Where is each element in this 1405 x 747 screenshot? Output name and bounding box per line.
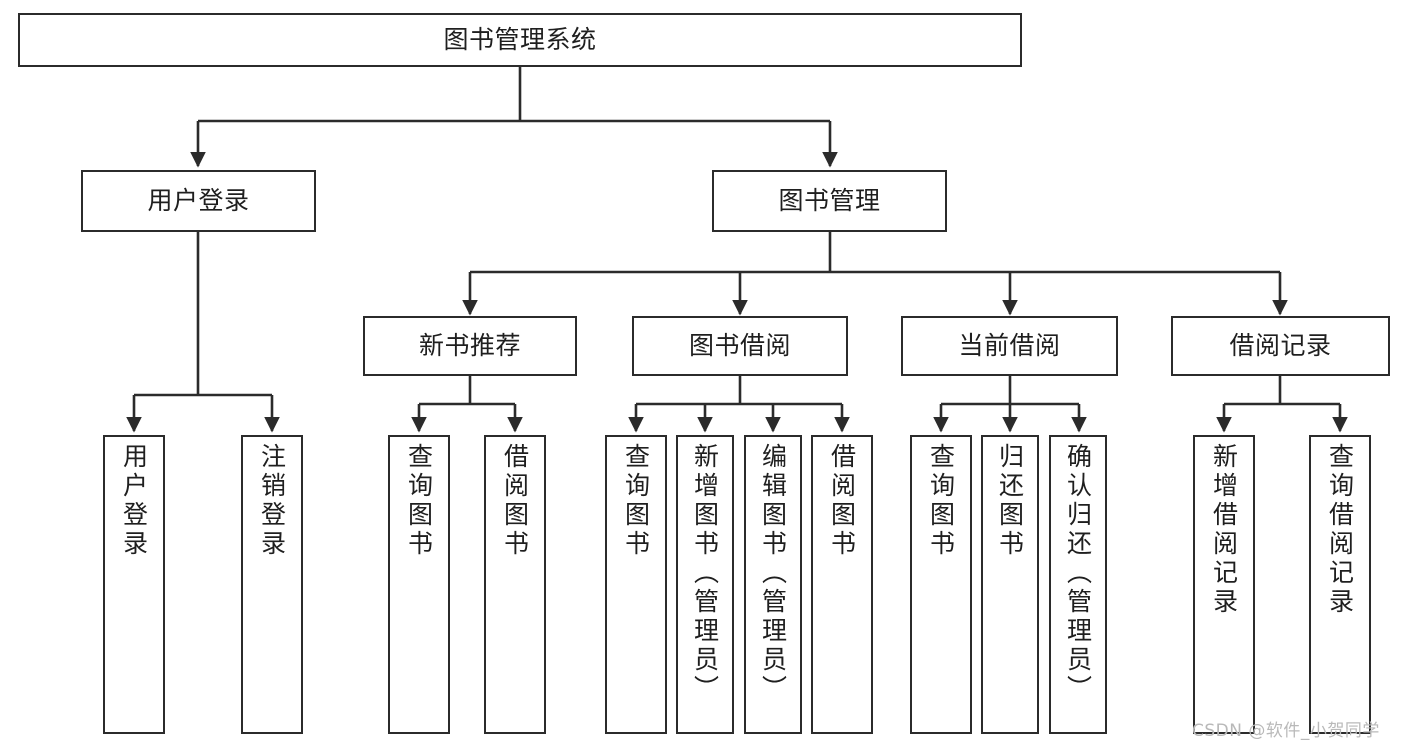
node-label: 借阅记录: [1229, 331, 1332, 361]
node-label: 新增借阅记录: [1209, 443, 1239, 617]
leaf-user-logout[interactable]: 注销登录: [241, 435, 303, 734]
node-label: 图书借阅: [688, 331, 791, 361]
node-current-borrow[interactable]: 当前借阅: [901, 316, 1118, 376]
leaf-borrow-add-book-admin[interactable]: 新增图书（管理员）: [676, 435, 734, 734]
leaf-borrow-borrow-book[interactable]: 借阅图书: [811, 435, 873, 734]
leaf-current-confirm-return-admin[interactable]: 确认归还（管理员）: [1049, 435, 1107, 734]
node-root-book-management-system[interactable]: 图书管理系统: [18, 13, 1022, 67]
node-label: 当前借阅: [958, 331, 1061, 361]
leaf-recommend-borrow-book[interactable]: 借阅图书: [484, 435, 546, 734]
leaf-recommend-query-book[interactable]: 查询图书: [388, 435, 450, 734]
node-new-book-recommend[interactable]: 新书推荐: [363, 316, 577, 376]
leaf-records-add-record[interactable]: 新增借阅记录: [1193, 435, 1255, 734]
node-label: 注销登录: [257, 443, 287, 559]
leaf-user-login[interactable]: 用户登录: [103, 435, 165, 734]
node-book-management[interactable]: 图书管理: [712, 170, 947, 232]
node-label: 图书管理: [778, 186, 881, 216]
leaf-current-query-book[interactable]: 查询图书: [910, 435, 972, 734]
node-label: 用户登录: [119, 443, 149, 559]
node-borrow-records[interactable]: 借阅记录: [1171, 316, 1390, 376]
node-user-login[interactable]: 用户登录: [81, 170, 316, 232]
leaf-records-query-record[interactable]: 查询借阅记录: [1309, 435, 1371, 734]
node-label: 编辑图书（管理员）: [758, 443, 788, 704]
node-label: 查询图书: [621, 443, 651, 559]
node-book-borrow[interactable]: 图书借阅: [632, 316, 848, 376]
node-label: 查询借阅记录: [1325, 443, 1355, 617]
leaf-borrow-edit-book-admin[interactable]: 编辑图书（管理员）: [744, 435, 802, 734]
csdn-watermark: CSDN @软件_小贺同学: [1192, 721, 1380, 741]
node-label: 借阅图书: [827, 443, 857, 559]
node-label: 新书推荐: [418, 331, 521, 361]
node-label: 归还图书: [995, 443, 1025, 559]
node-label: 新增图书（管理员）: [690, 443, 720, 704]
node-label: 确认归还（管理员）: [1063, 443, 1093, 704]
node-label: 查询图书: [404, 443, 434, 559]
node-label: 图书管理系统: [443, 25, 597, 55]
leaf-current-return-book[interactable]: 归还图书: [981, 435, 1039, 734]
leaf-borrow-query-book[interactable]: 查询图书: [605, 435, 667, 734]
node-label: 查询图书: [926, 443, 956, 559]
node-label: 用户登录: [147, 186, 250, 216]
node-label: 借阅图书: [500, 443, 530, 559]
